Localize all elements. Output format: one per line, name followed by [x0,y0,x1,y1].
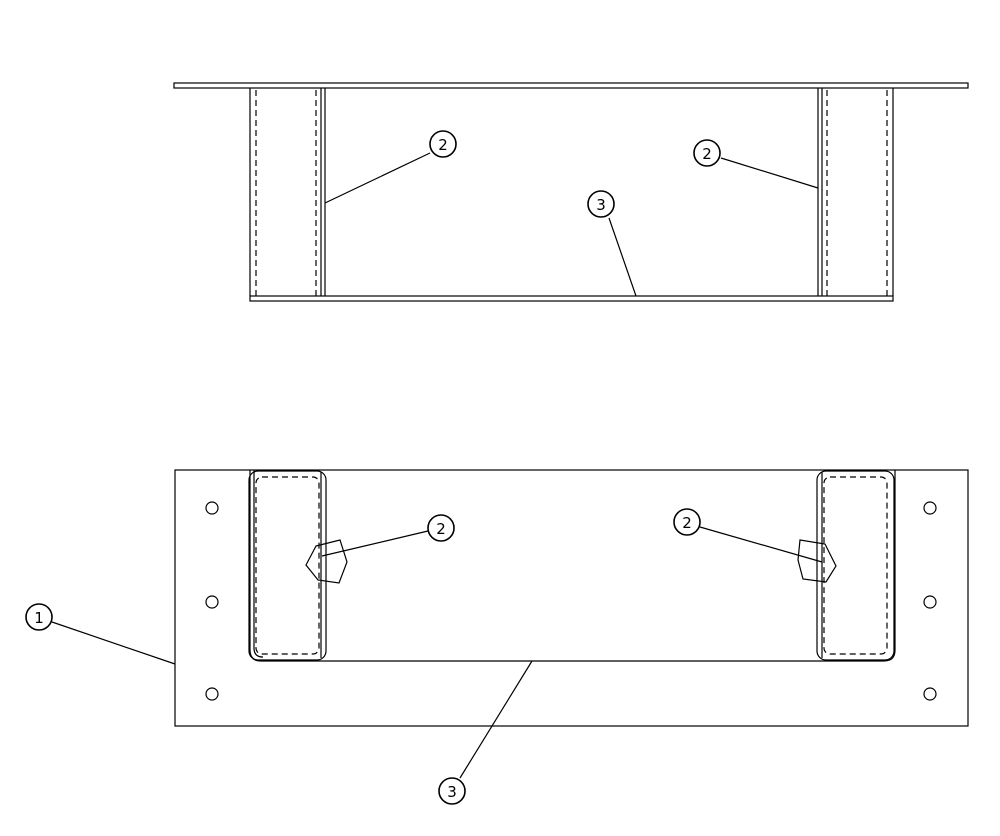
hole-right-top [923,501,937,515]
channel-outline [249,470,896,662]
hole-left-top [205,501,219,515]
svg-text:2: 2 [438,136,448,154]
leader-top-left-2 [324,152,431,204]
callout-bottom-3: 3 [438,777,466,805]
leader-bottom-3 [459,660,533,779]
hole-left-middle [205,595,219,609]
leader-bottom-left-2 [321,530,429,557]
svg-text:1: 1 [34,609,44,627]
left-pocket-hidden [255,476,320,655]
right-pocket-hidden [823,476,888,655]
plan-view: 1 2 2 3 [25,469,969,805]
svg-text:3: 3 [447,783,457,801]
callout-bottom-right-2: 2 [673,508,701,536]
callout-top-3: 3 [587,190,615,218]
base-plate [174,469,969,727]
leader-top-3 [608,217,637,297]
svg-text:2: 2 [682,514,692,532]
callout-top-left-2: 2 [429,130,457,158]
svg-text:2: 2 [702,145,712,163]
leader-bottom-1 [51,621,176,665]
svg-text:3: 3 [596,196,606,214]
right-pocket-outer [816,470,895,661]
hole-left-bottom [205,687,219,701]
right-weld-symbol [797,539,837,583]
hole-right-bottom [923,687,937,701]
channel-inner-outline [253,470,264,658]
callout-bottom-1: 1 [25,603,53,631]
top-plate [173,82,969,89]
left-pocket-outer [248,470,327,661]
hole-right-middle [923,595,937,609]
left-weld-symbol [305,539,348,584]
leader-top-right-2 [720,157,819,189]
callout-top-right-2: 2 [693,139,721,167]
elevation-view: 2 2 3 [173,82,969,302]
callout-bottom-left-2: 2 [427,514,455,542]
svg-text:2: 2 [436,520,446,538]
leader-bottom-right-2 [699,526,823,563]
bottom-flange [249,295,894,302]
